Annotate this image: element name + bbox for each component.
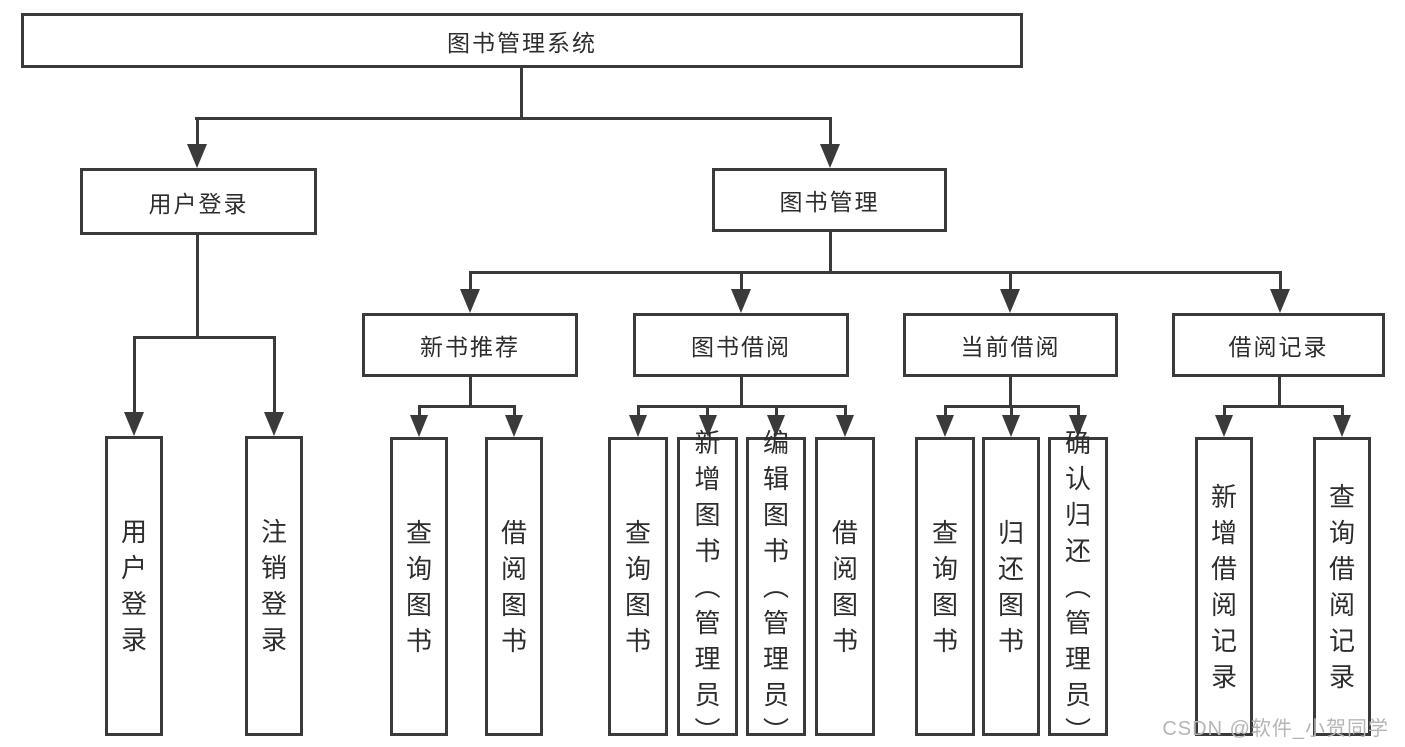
connector-drop-line xyxy=(1222,405,1226,417)
leaf-edit-books-admin: 编辑图书︵管理员︶ xyxy=(746,427,806,746)
connector-drop-line xyxy=(706,405,709,417)
arrow-to-leaf xyxy=(1215,415,1233,437)
connector-drop-line xyxy=(828,117,832,145)
connector-drop-line xyxy=(512,405,516,417)
connector-stub xyxy=(468,377,472,406)
leaf-label: 借阅图书 xyxy=(831,517,858,656)
node-label: 图书借阅 xyxy=(691,334,791,360)
arrow-to-user-login xyxy=(187,144,207,168)
leaf-label: 借阅图书 xyxy=(500,517,527,656)
leaf-query-books: 查询图书 xyxy=(915,437,975,736)
connector-drop-line xyxy=(195,117,199,145)
connector-drop-line xyxy=(272,336,276,414)
leaf-confirm-return-admin: 确认归还︵管理员︶ xyxy=(1048,427,1108,746)
connector-drop-line xyxy=(943,405,947,417)
arrow-to-current-borrow xyxy=(1000,289,1020,313)
connector-drop-line xyxy=(1008,271,1012,291)
leaf-add-books-admin: 新增图书︵管理员︶ xyxy=(677,427,738,746)
connector-drop-line xyxy=(468,271,472,291)
connector-drop-line xyxy=(1009,405,1013,417)
node-book-management: 图书管理 xyxy=(712,168,947,232)
leaf-query-borrow-record: 查询借阅记录 xyxy=(1313,437,1371,736)
leaf-borrow-books: 借阅图书 xyxy=(485,437,543,736)
connector-user-login-stub xyxy=(195,235,199,337)
connector-stub xyxy=(1008,377,1012,406)
connector-root-bar xyxy=(195,117,832,120)
leaf-label: 查询图书 xyxy=(624,517,651,656)
leaf-label: 用户登录 xyxy=(120,517,147,655)
arrow-to-leaf xyxy=(936,415,954,437)
connector-drop-line xyxy=(739,271,743,291)
node-label: 图书管理 xyxy=(779,189,880,215)
leaf-query-books: 查询图书 xyxy=(390,437,448,736)
leaf-query-books: 查询图书 xyxy=(608,437,668,736)
node-new-book-recommend: 新书推荐 xyxy=(362,313,578,377)
connector-user-login-bar xyxy=(132,336,276,339)
connector-bar xyxy=(1222,405,1344,408)
connector-drop-line xyxy=(774,405,778,417)
connector-drop-line xyxy=(1340,405,1344,417)
arrow-to-leaf xyxy=(1333,415,1351,437)
node-label: 借阅记录 xyxy=(1228,334,1329,360)
leaf-borrow-books: 借阅图书 xyxy=(815,437,875,736)
leaf-label: 新增借阅记录 xyxy=(1210,481,1237,692)
node-current-borrow: 当前借阅 xyxy=(903,313,1118,377)
connector-stub xyxy=(1277,377,1281,406)
arrow-to-leaf xyxy=(767,415,785,437)
connector-book-management-bar xyxy=(468,271,1282,274)
arrow-to-book-borrow xyxy=(731,289,751,313)
connector-book-management-stub xyxy=(828,232,832,272)
connector-drop-line xyxy=(843,405,847,417)
connector-drop-line xyxy=(417,405,421,417)
leaf-label: 查询借阅记录 xyxy=(1328,481,1355,692)
leaf-label: 归还图书 xyxy=(997,517,1024,656)
connector-drop-line xyxy=(132,336,136,414)
leaf-return-books: 归还图书 xyxy=(982,437,1040,736)
node-book-borrow: 图书借阅 xyxy=(633,313,849,377)
arrow-to-leaf xyxy=(505,415,523,437)
connector-bar xyxy=(417,405,516,408)
arrow-to-leaf xyxy=(1069,415,1087,437)
leaf-label: 查询图书 xyxy=(931,517,958,656)
leaf-label: 查询图书 xyxy=(405,517,432,656)
connector-root-stub xyxy=(520,68,523,118)
arrow-to-borrow-records xyxy=(1270,289,1290,313)
node-user-login: 用户登录 xyxy=(80,168,317,235)
arrow-to-leaf xyxy=(1002,415,1020,437)
node-label: 新书推荐 xyxy=(420,334,520,360)
connector-bar xyxy=(636,405,847,408)
arrow-to-leaf xyxy=(698,415,717,437)
node-library-management-system: 图书管理系统 xyxy=(21,13,1023,68)
connector-drop-line xyxy=(1076,405,1080,417)
leaf-label: 编辑图书︵管理员︶ xyxy=(762,427,789,746)
node-borrow-records: 借阅记录 xyxy=(1172,313,1385,377)
node-label: 图书管理系统 xyxy=(447,29,597,56)
connector-drop-line xyxy=(1278,271,1282,291)
leaf-label: 注销登录 xyxy=(260,517,287,655)
arrow-to-leaf-user-login xyxy=(124,412,144,436)
connector-stub xyxy=(739,377,743,406)
arrow-to-leaf xyxy=(629,415,647,437)
leaf-label: 确认归还︵管理员︶ xyxy=(1064,427,1091,746)
arrow-to-new-book-recommend xyxy=(460,289,480,313)
node-label: 用户登录 xyxy=(148,190,249,217)
connector-drop-line xyxy=(636,405,640,417)
arrow-to-book-management xyxy=(820,144,840,168)
arrow-to-leaf-logout xyxy=(264,412,284,436)
arrow-to-leaf xyxy=(410,415,428,437)
leaf-label: 新增图书︵管理员︶ xyxy=(694,427,721,746)
node-label: 当前借阅 xyxy=(960,334,1061,360)
leaf-user-login: 用户登录 xyxy=(105,436,163,736)
leaf-add-borrow-record: 新增借阅记录 xyxy=(1195,437,1253,736)
csdn-watermark: CSDN @软件_小贺同学 xyxy=(1162,718,1389,740)
leaf-logout: 注销登录 xyxy=(245,436,303,736)
arrow-to-leaf xyxy=(836,415,854,437)
